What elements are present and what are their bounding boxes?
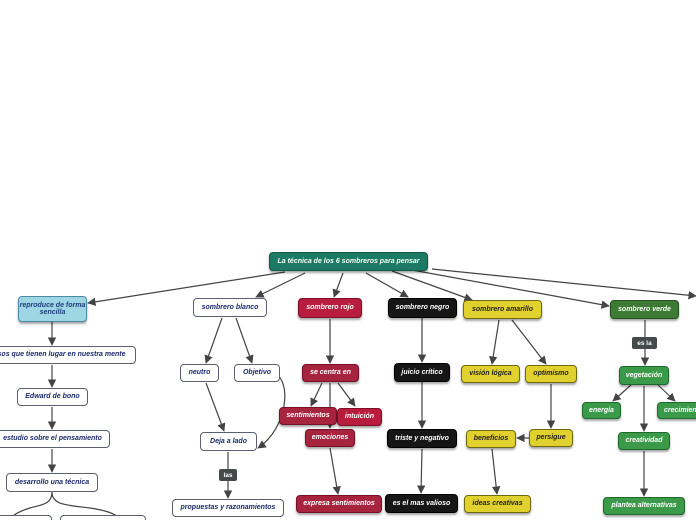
root-node[interactable]: La técnica de los 6 sombreros para pensa… <box>269 252 428 271</box>
link-root-offscreen <box>431 268 696 300</box>
creatividad-node[interactable]: creatividad <box>618 432 670 450</box>
link-root-reproduce <box>87 271 286 306</box>
sombrero-negro-node[interactable]: sombrero negro <box>388 298 457 318</box>
plantea-alternativas-node[interactable]: plantea alternativas <box>603 497 685 515</box>
se-centra-en-node[interactable]: se centra en <box>302 364 359 382</box>
energia-node[interactable]: energía <box>582 402 621 419</box>
objetivo-node[interactable]: Objetivo <box>234 364 280 382</box>
intuicion-node[interactable]: intuición <box>337 408 382 426</box>
sombrero-verde-node[interactable]: sombrero verde <box>610 300 679 319</box>
link-root-verde <box>411 269 610 309</box>
link-blanco-neutro <box>204 317 223 364</box>
reproduce-node[interactable]: reproduce de forma sencilla <box>18 296 87 322</box>
ideas-creativas-node[interactable]: ideas creativas <box>464 495 531 513</box>
link-triste-valioso <box>416 448 426 494</box>
link-neutro-deja <box>205 382 226 432</box>
deja-a-lado-node[interactable]: Deja a lado <box>200 432 257 451</box>
vegetacion-node[interactable]: vegetación <box>619 366 669 385</box>
offscreen-left-node[interactable] <box>0 515 52 520</box>
triste-negativo-node[interactable]: triste y negativo <box>387 429 457 448</box>
desarrollo-node[interactable]: desarrollo una técnica <box>6 473 98 492</box>
link-vegetacion-energia <box>612 384 632 402</box>
link-blanco-objetivo <box>235 317 254 364</box>
link-emociones-expresa <box>329 447 341 495</box>
sombrero-rojo-node[interactable]: sombrero rojo <box>298 298 362 318</box>
es-el-mas-valioso-node[interactable]: es el mas valioso <box>385 494 458 513</box>
link-amarillo-vision <box>489 319 500 365</box>
link-centra-intuicion <box>337 382 356 407</box>
es-la-label: es la <box>632 337 657 349</box>
offscreen-right-node[interactable] <box>60 515 146 520</box>
vision-logica-node[interactable]: visión lógica <box>461 365 520 383</box>
sentimientos-node[interactable]: sentimientos <box>279 407 337 425</box>
emociones-node[interactable]: emociones <box>305 429 355 447</box>
link-root-rojo <box>332 272 344 298</box>
link-amarillo-optimismo <box>511 319 547 365</box>
sombrero-amarillo-node[interactable]: sombrero amarillo <box>463 300 542 319</box>
expresa-sentimientos-node[interactable]: expresa sentimientos <box>296 495 382 513</box>
procesos-node[interactable]: procesos que tienen lugar en nuestra men… <box>0 346 136 364</box>
propuestas-node[interactable]: propuestas y razonamientos <box>172 499 284 517</box>
neutro-node[interactable]: neutro <box>180 364 219 382</box>
persigue-node[interactable]: persigue <box>529 429 573 447</box>
link-centra-sentimientos <box>310 382 323 407</box>
link-beneficios-ideas <box>491 448 501 495</box>
link-root-blanco <box>255 272 306 298</box>
link-root-negro <box>365 272 409 298</box>
beneficios-node[interactable]: beneficios <box>466 430 516 448</box>
juicio-critico-node[interactable]: juicio crítico <box>394 363 450 382</box>
sombrero-blanco-node[interactable]: sombrero blanco <box>193 298 267 317</box>
optimismo-node[interactable]: optimismo <box>525 365 577 383</box>
crecimiento-node[interactable]: crecimiento <box>657 402 696 419</box>
las-label: las <box>219 469 237 481</box>
link-vegetacion-crecimiento <box>657 384 676 402</box>
estudio-node[interactable]: estudio sobre el pensamiento <box>0 430 110 448</box>
link-root-amarillo <box>391 270 473 302</box>
edward-node[interactable]: Edward de bono <box>17 388 88 406</box>
